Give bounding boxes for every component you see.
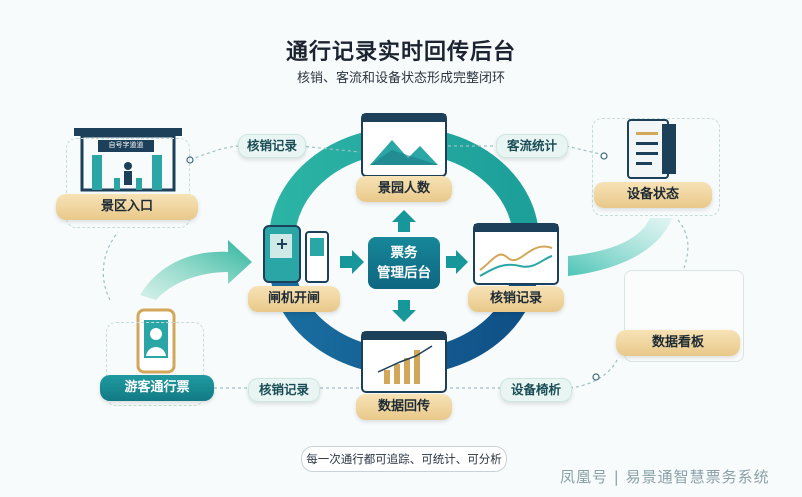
sweep-arrow-right [568, 218, 672, 276]
node-scenic-entrance: 景区入口 [56, 194, 198, 220]
data-return-screen-icon [361, 331, 447, 393]
footer-note: 每一次通行都可追踪、可统计、可分析 [301, 446, 507, 472]
device-card-outline [592, 118, 720, 216]
turnstile-icon [263, 225, 329, 283]
gate-sign: 自号字道道 [108, 141, 144, 149]
watermark: 凤凰号 | 易景通智慧票务系统 [560, 468, 770, 486]
verify-chart-screen-icon [473, 223, 559, 285]
connector-dot [186, 156, 194, 164]
node-park-people: 景园人数 [356, 176, 452, 202]
visitor-card-outline [106, 322, 204, 406]
dashed-connectors [102, 145, 689, 389]
node-data-return: 数据回传 [356, 394, 452, 420]
center-line1: 票务 [390, 245, 418, 261]
sweep-arrow-left [140, 240, 252, 300]
page-title: 通行记录实时回传后台 [285, 40, 516, 65]
center-ticket-backend: 票务 管理后台 [368, 237, 440, 289]
center-line2: 管理后台 [377, 265, 431, 281]
node-visitor-ticket: 游客通行票 [100, 375, 214, 401]
gate-building-icon [74, 128, 182, 192]
entrance-card-outline [66, 138, 190, 228]
badge-verify-record-bottom: 核销记录 [248, 378, 320, 402]
node-verify-record-right: 核销记录 [468, 286, 564, 312]
phone-ticket-icon [136, 308, 176, 374]
node-device-status: 设备状态 [594, 182, 712, 208]
page-subtitle: 核销、客流和设备状态形成完整闭环 [296, 71, 505, 86]
park-people-screen-icon [361, 113, 447, 177]
document-icon [627, 119, 676, 179]
badge-flow-stats: 客流统计 [496, 134, 568, 158]
connector-dot [592, 373, 600, 381]
connector-dot [600, 152, 608, 160]
node-data-board: 数据看板 [616, 330, 740, 356]
node-gate-open: 闸机开闸 [248, 286, 340, 312]
badge-verify-record-top: 核销记录 [238, 134, 306, 158]
badge-device-analysis: 设备椅析 [500, 378, 572, 402]
center-arrows [340, 210, 468, 322]
